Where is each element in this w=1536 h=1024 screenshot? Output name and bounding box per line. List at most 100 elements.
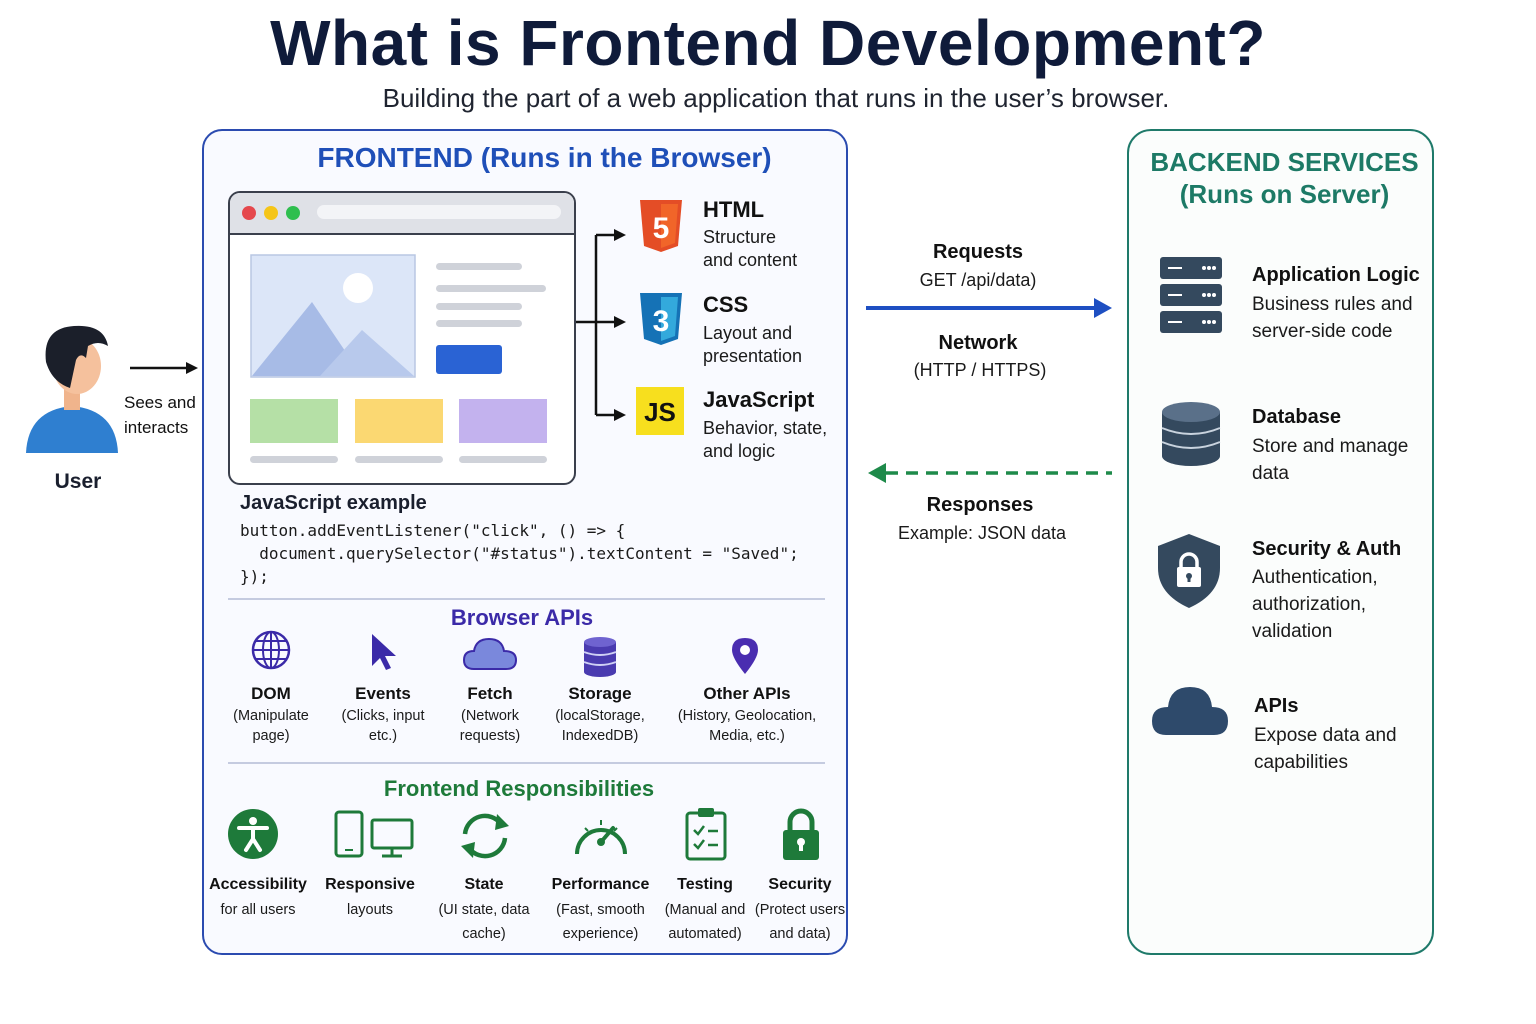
cloud-icon bbox=[1152, 687, 1228, 735]
resp-security-name: Security bbox=[768, 876, 832, 893]
api-dom-desc: (Manipulate page) bbox=[233, 708, 309, 744]
section-divider bbox=[228, 762, 825, 764]
responsibilities-title: Frontend Responsibilities bbox=[383, 776, 655, 801]
backend-database-desc: Store and manage data bbox=[1252, 436, 1409, 484]
resp-security-desc: (Protect users and data) bbox=[754, 902, 846, 942]
api-events-desc: (Clicks, input etc.) bbox=[341, 708, 425, 744]
backend-app-logic-desc: Business rules and server-side code bbox=[1252, 294, 1413, 342]
minimize-dot-icon bbox=[264, 206, 278, 220]
user-avatar-icon bbox=[26, 325, 118, 453]
response-arrow bbox=[868, 463, 1112, 483]
api-fetch-desc: (Network requests) bbox=[459, 708, 521, 744]
globe-icon bbox=[251, 630, 291, 670]
clipboard-check-icon bbox=[685, 808, 727, 861]
lock-icon bbox=[783, 808, 819, 860]
maximize-dot-icon bbox=[286, 206, 300, 220]
api-other-desc: (History, Geolocation, Media, etc.) bbox=[677, 708, 817, 744]
css-name: CSS bbox=[703, 292, 749, 317]
frontend-title: FRONTEND (Runs in the Browser) bbox=[317, 142, 772, 173]
code-line: }); bbox=[240, 567, 269, 586]
backend-security-name: Security & Auth bbox=[1252, 538, 1402, 560]
text-line bbox=[355, 456, 443, 463]
resp-responsive-name: Responsive bbox=[325, 876, 415, 893]
resp-accessibility-name: Accessibility bbox=[209, 876, 307, 893]
network-label: Network bbox=[938, 332, 1018, 354]
code-example-title: JavaScript example bbox=[240, 492, 427, 514]
backend-app-logic-name: Application Logic bbox=[1252, 264, 1420, 286]
resp-performance-desc: (Fast, smooth experience) bbox=[556, 902, 645, 942]
address-bar bbox=[317, 205, 561, 219]
page-subtitle: Building the part of a web application t… bbox=[382, 83, 1170, 113]
code-line: document.querySelector("#status").textCo… bbox=[240, 544, 799, 563]
html-name: HTML bbox=[703, 197, 765, 222]
server-icon bbox=[1160, 257, 1222, 333]
text-line bbox=[436, 303, 522, 310]
code-line: button.addEventListener("click", () => { bbox=[240, 521, 626, 540]
mock-card-green bbox=[250, 399, 338, 443]
backend-title: BACKEND SERVICES (Runs on Server) bbox=[1150, 147, 1419, 209]
requests-desc: GET /api/data) bbox=[919, 270, 1037, 290]
user-arrow bbox=[130, 362, 198, 374]
backend-apis-name: APIs bbox=[1254, 695, 1299, 717]
resp-testing-name: Testing bbox=[677, 876, 733, 893]
refresh-icon bbox=[461, 813, 509, 859]
resp-responsive-desc: layouts bbox=[347, 902, 393, 918]
database-icon bbox=[1161, 402, 1221, 466]
browser-window-illustration bbox=[228, 191, 576, 485]
request-arrow bbox=[866, 298, 1112, 318]
image-placeholder-icon bbox=[250, 254, 416, 378]
location-pin-icon bbox=[732, 638, 758, 674]
text-line bbox=[436, 285, 546, 292]
html-desc: Structure and content bbox=[703, 227, 798, 270]
user-label: User bbox=[54, 470, 102, 493]
accessibility-icon bbox=[228, 809, 278, 859]
javascript-name: JavaScript bbox=[703, 387, 815, 412]
js-icon: JS bbox=[636, 387, 684, 435]
resp-performance-name: Performance bbox=[551, 876, 650, 893]
cursor-icon bbox=[372, 634, 396, 670]
cloud-icon bbox=[462, 637, 518, 670]
devices-icon bbox=[334, 810, 414, 858]
resp-state-desc: (UI state, data cache) bbox=[438, 902, 530, 942]
browser-titlebar bbox=[230, 193, 574, 235]
api-other-name: Other APIs bbox=[703, 684, 791, 703]
api-events-name: Events bbox=[355, 684, 411, 703]
section-divider bbox=[228, 598, 825, 600]
mock-button bbox=[436, 345, 502, 374]
tech-connector bbox=[576, 229, 626, 421]
network-desc: (HTTP / HTTPS) bbox=[913, 360, 1047, 380]
svg-text:5: 5 bbox=[653, 212, 670, 245]
text-line bbox=[436, 320, 522, 327]
responses-desc: Example: JSON data bbox=[897, 523, 1067, 543]
responses-label: Responses bbox=[926, 494, 1034, 516]
backend-database-name: Database bbox=[1252, 406, 1341, 428]
backend-security-desc: Authentication, authorization, validatio… bbox=[1252, 567, 1378, 642]
mock-card-purple bbox=[459, 399, 547, 443]
database-icon bbox=[583, 637, 617, 677]
mock-card-yellow bbox=[355, 399, 443, 443]
svg-text:3: 3 bbox=[653, 305, 670, 338]
backend-apis-desc: Expose data and capabilities bbox=[1254, 725, 1397, 773]
user-figure bbox=[22, 318, 122, 458]
html5-icon: 5 bbox=[640, 200, 682, 252]
gauge-icon bbox=[575, 820, 627, 855]
resp-accessibility-desc: for all users bbox=[220, 902, 296, 918]
api-dom-name: DOM bbox=[251, 684, 291, 703]
requests-label: Requests bbox=[932, 241, 1024, 263]
close-dot-icon bbox=[242, 206, 256, 220]
shield-lock-icon bbox=[1158, 534, 1220, 608]
resp-testing-desc: (Manual and automated) bbox=[664, 902, 746, 942]
api-storage-name: Storage bbox=[568, 684, 632, 703]
text-line bbox=[436, 263, 522, 270]
user-action-text: Sees and interacts bbox=[124, 393, 196, 437]
resp-state-name: State bbox=[464, 876, 504, 893]
browser-apis-title: Browser APIs bbox=[450, 605, 594, 630]
css-desc: Layout and presentation bbox=[703, 323, 803, 366]
api-storage-desc: (localStorage, IndexedDB) bbox=[555, 708, 645, 744]
css3-icon: 3 bbox=[640, 293, 682, 345]
text-line bbox=[250, 456, 338, 463]
javascript-desc: Behavior, state, and logic bbox=[703, 418, 828, 461]
api-fetch-name: Fetch bbox=[467, 684, 513, 703]
text-line bbox=[459, 456, 547, 463]
page-title: What is Frontend Development? bbox=[270, 7, 1266, 79]
